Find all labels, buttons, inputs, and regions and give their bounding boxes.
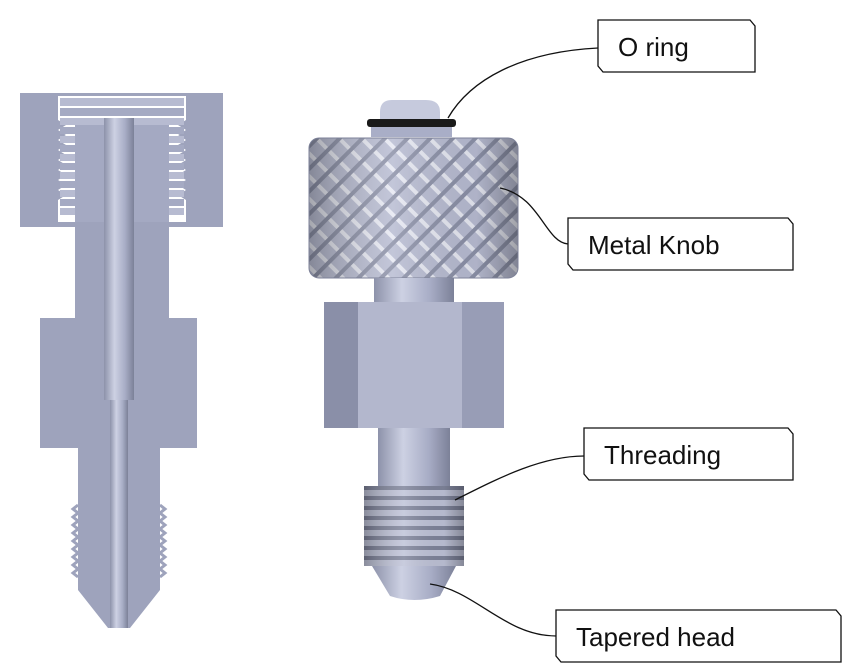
leader-line — [447, 47, 599, 119]
metal-knob-label: Metal Knob — [588, 230, 720, 260]
label-box — [583, 427, 794, 481]
label-box — [555, 609, 842, 663]
tapered-head — [372, 566, 456, 600]
threading — [364, 486, 464, 566]
knob-stem — [374, 278, 454, 302]
leader-line — [499, 187, 569, 245]
cross-section-view — [20, 93, 223, 628]
shaft — [378, 428, 450, 486]
label-box — [597, 19, 756, 73]
metal-knob — [308, 137, 519, 279]
threading-label: Threading — [604, 440, 721, 470]
callout-metal-knob: Metal Knob — [499, 187, 794, 271]
center-bore-lower — [110, 400, 128, 628]
callout-threading: Threading — [454, 427, 794, 501]
tapered-head-label: Tapered head — [576, 622, 735, 652]
hex-body — [324, 302, 504, 428]
leader-line — [454, 455, 585, 501]
callout-tapered-head: Tapered head — [429, 583, 842, 663]
o-ring — [367, 119, 456, 127]
center-bore-upper — [104, 118, 134, 400]
exterior-view — [308, 100, 519, 600]
shank-thread — [70, 503, 168, 579]
label-box — [567, 217, 794, 271]
o-ring-label: O ring — [618, 32, 689, 62]
o-ring-seat — [371, 127, 452, 137]
cap-dome — [380, 100, 440, 120]
callout-o-ring: O ring — [447, 19, 756, 119]
leader-line — [429, 583, 557, 637]
